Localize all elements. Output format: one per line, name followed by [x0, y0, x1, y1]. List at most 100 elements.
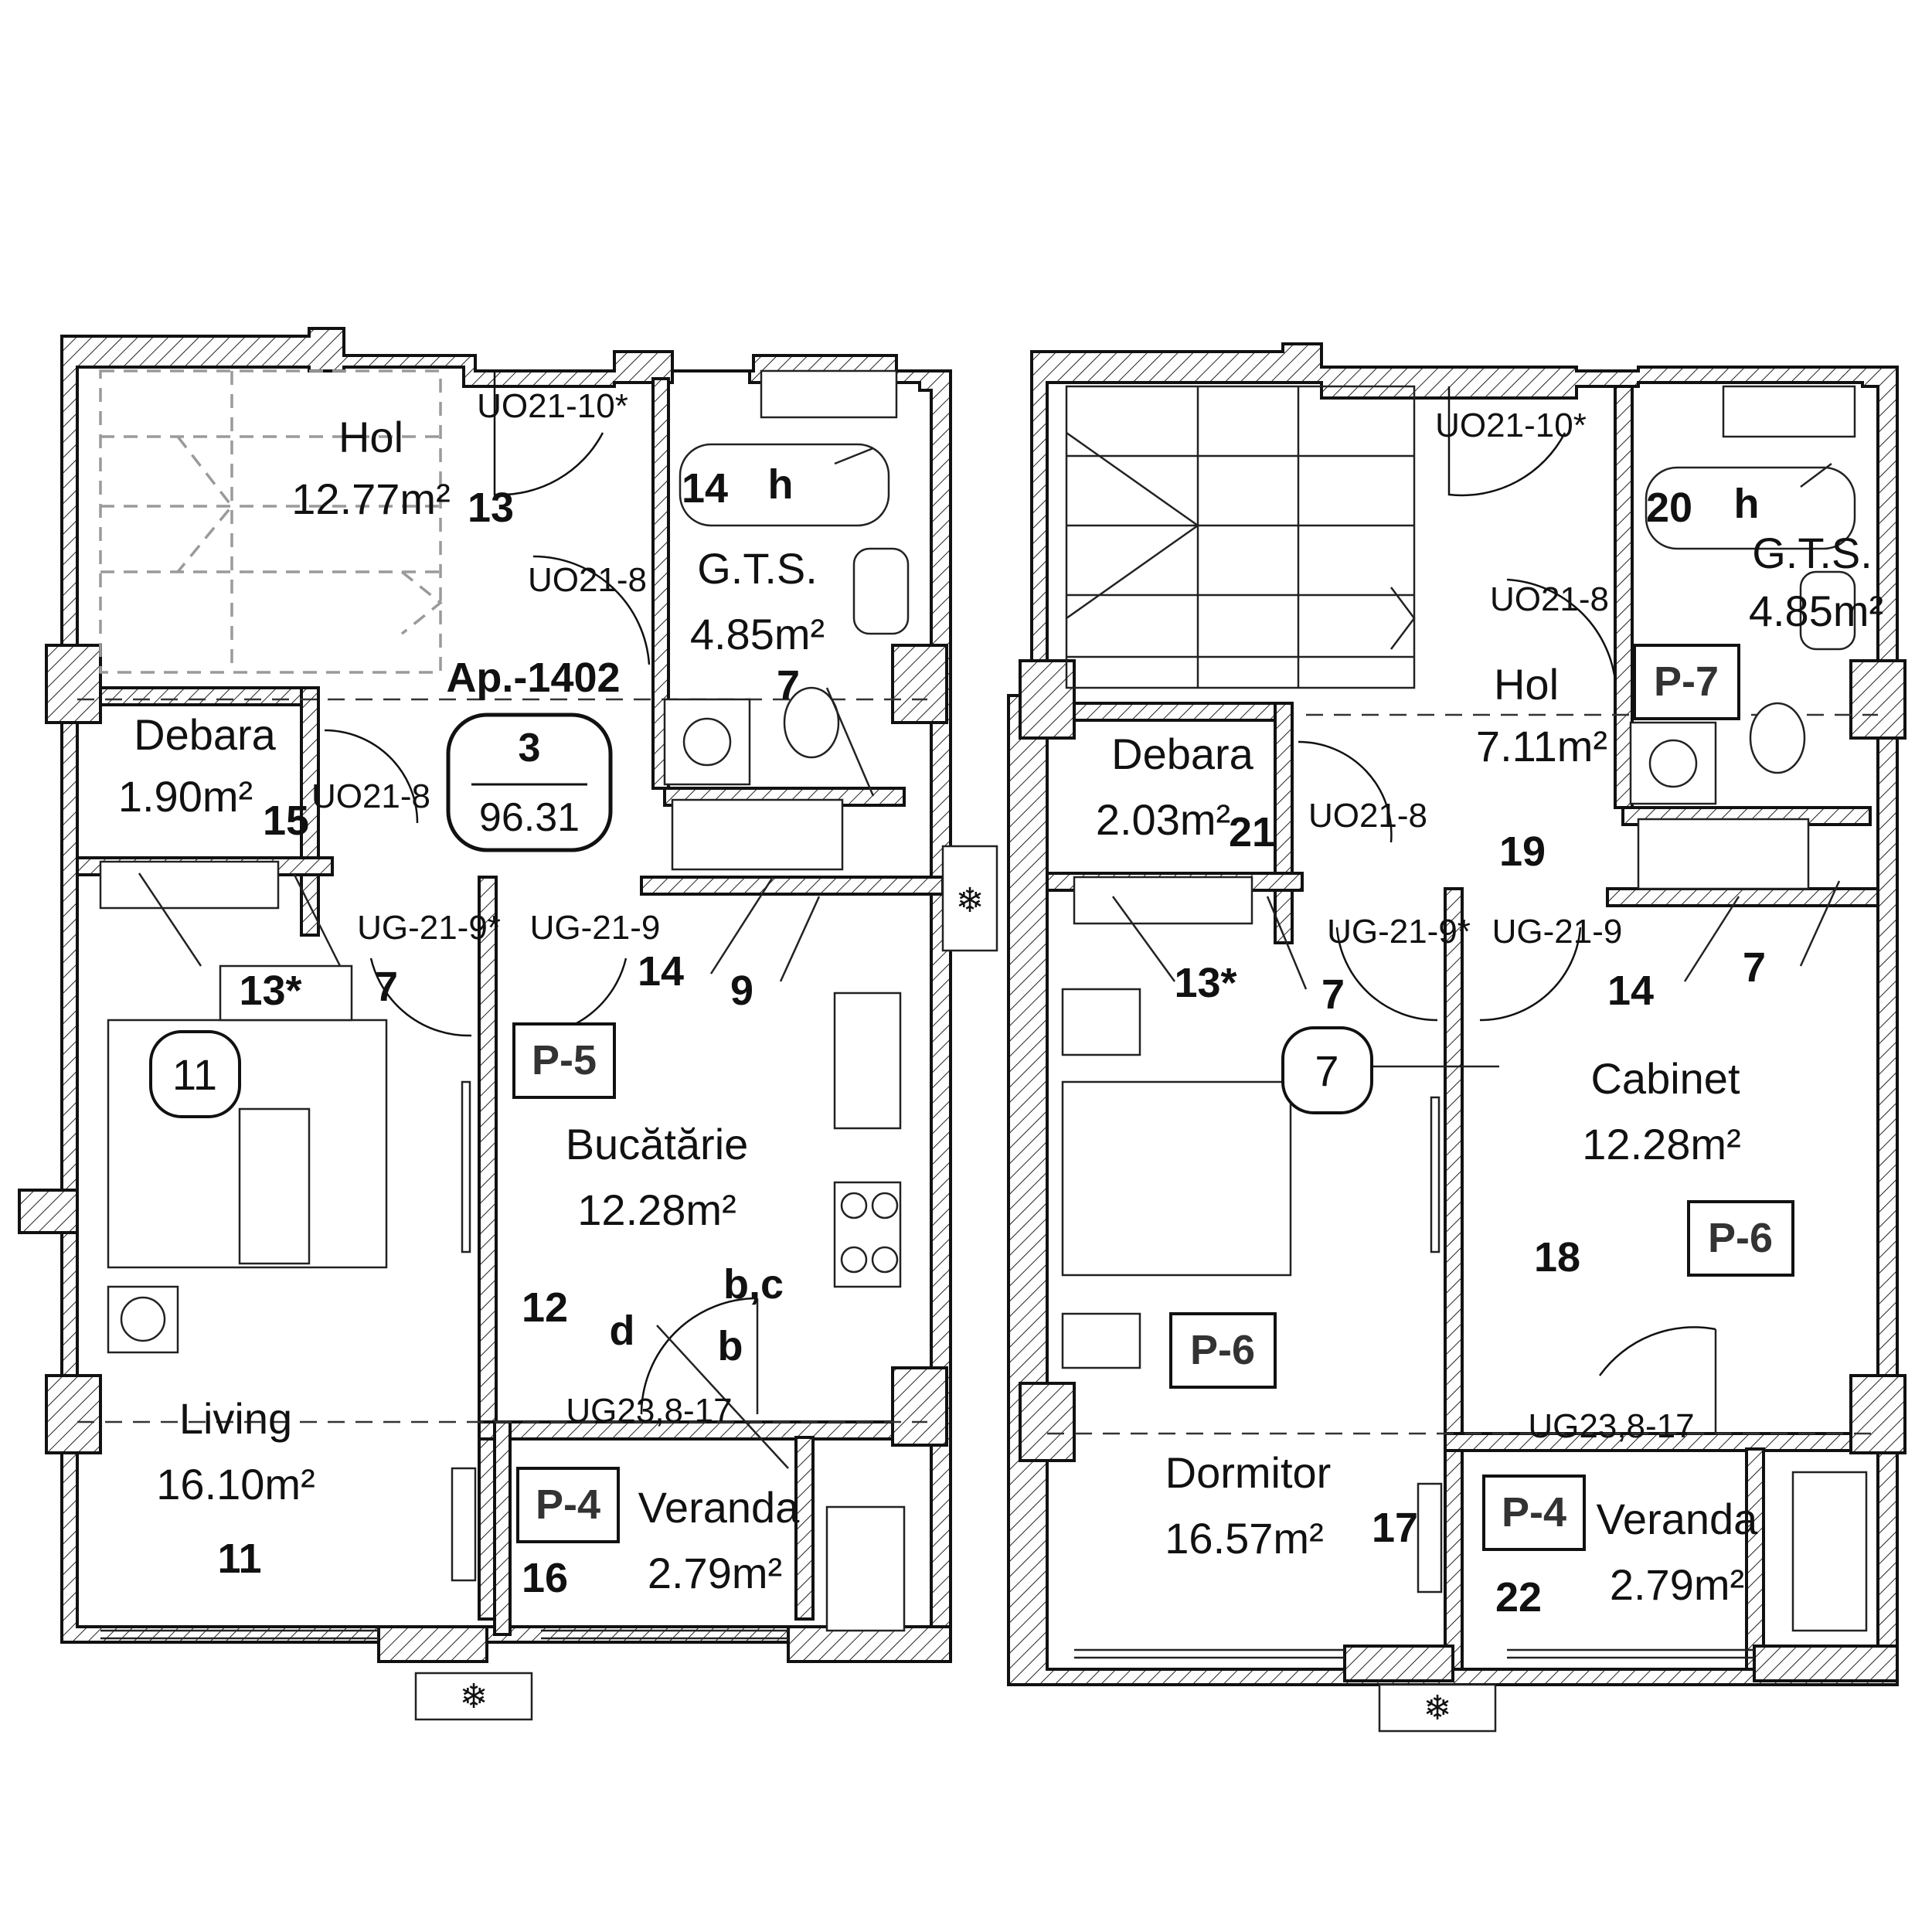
wall — [794, 1436, 815, 1621]
boiler — [1791, 1471, 1868, 1632]
radiator — [1073, 876, 1253, 925]
door-code: UO21-8 — [311, 777, 430, 815]
bed — [1061, 1080, 1292, 1277]
armchair — [219, 964, 353, 1022]
burner — [871, 1246, 899, 1274]
room-name: G.T.S. — [697, 544, 818, 593]
door-code: UO21-10* — [1435, 406, 1587, 444]
room-number: 13 — [468, 485, 514, 531]
door-code: UO21-8 — [1308, 797, 1427, 835]
circle-tag-label: 7 — [1315, 1046, 1338, 1095]
room-name: Living — [179, 1394, 292, 1443]
leader-line — [1683, 896, 1740, 982]
room-number: 12 — [522, 1284, 568, 1331]
leader-line — [779, 896, 821, 982]
column — [45, 1374, 102, 1454]
room-name: Debara — [1111, 730, 1254, 778]
wall — [1274, 702, 1294, 944]
room-area: 16.57m² — [1165, 1514, 1323, 1563]
toilet — [783, 686, 840, 759]
door-cabinet — [1479, 927, 1582, 1022]
column — [1849, 659, 1906, 740]
vent-unit — [1722, 385, 1856, 438]
marker: b,c — [723, 1261, 784, 1308]
staircase — [99, 369, 443, 674]
door-dormitor — [1335, 927, 1438, 1022]
nightstand — [1061, 1312, 1141, 1369]
panel-label: P-6 — [1190, 1327, 1255, 1373]
marker: 7 — [375, 964, 398, 1010]
leader-line — [1266, 896, 1308, 990]
circle-tag — [1281, 1026, 1373, 1114]
snowflake-icon: ❄ — [956, 882, 985, 920]
wall — [76, 686, 318, 706]
toilet — [1749, 702, 1806, 774]
door-hol — [493, 371, 604, 496]
marker: 13* — [1174, 960, 1236, 1006]
marker: 14 — [638, 948, 684, 995]
room-number: 16 — [522, 1555, 568, 1601]
plan-right: ❄ G.T.S. 4.85m² 20 Hol 7.11m² 19 Debara … — [1007, 342, 1906, 1733]
sink — [852, 547, 910, 635]
radiator — [451, 1467, 477, 1582]
door-veranda — [640, 1297, 758, 1415]
room-number: 18 — [1534, 1234, 1580, 1281]
marker: 7 — [1321, 971, 1345, 1018]
burner — [840, 1246, 868, 1274]
door-gts — [1506, 578, 1617, 681]
room-number: 19 — [1499, 828, 1546, 875]
column — [1019, 1382, 1076, 1462]
room-name: Veranda — [1597, 1495, 1758, 1543]
marker: 13* — [239, 968, 301, 1014]
room-number: 14 — [682, 465, 728, 512]
wall — [1343, 1645, 1454, 1682]
wall — [1614, 385, 1634, 809]
panel-tag — [1687, 1200, 1794, 1277]
door-code: UG-21-9* — [357, 909, 501, 947]
panel-label: P-4 — [536, 1481, 600, 1528]
washer-drum — [682, 717, 732, 767]
washer-drum — [1648, 739, 1698, 788]
room-name: Cabinet — [1590, 1054, 1740, 1103]
burner — [840, 1192, 868, 1219]
bathtub — [679, 443, 890, 527]
room-name: Hol — [1494, 660, 1559, 709]
room-area: 12.77m² — [291, 474, 450, 523]
column — [1019, 659, 1076, 740]
room-area: 12.28m² — [577, 1185, 736, 1234]
wall — [1444, 887, 1464, 1671]
radiator — [1417, 1482, 1443, 1594]
door-living — [369, 957, 472, 1037]
leader-line — [292, 872, 342, 967]
wall — [640, 876, 944, 896]
leader-line — [1111, 896, 1176, 982]
door-debara — [324, 729, 419, 824]
bathtub — [1645, 466, 1856, 550]
leader-line — [1800, 463, 1832, 488]
ac-unit — [414, 1672, 533, 1721]
room-number: 17 — [1372, 1505, 1418, 1551]
panel-label: P-5 — [532, 1037, 597, 1083]
wall — [787, 1625, 952, 1663]
apartment-area: 96.31 — [479, 795, 580, 840]
wall — [493, 1420, 512, 1636]
room-area: 4.85m² — [690, 610, 825, 658]
door-code: UG-21-9 — [1492, 913, 1623, 951]
circle-tag-label: 11 — [172, 1050, 217, 1099]
room-area: 2.79m² — [648, 1549, 782, 1597]
wall — [1046, 702, 1292, 722]
plan-left: ❄ ❄ Ap.-1402 3 96.31 Hol 12.77m² 13 G.T.… — [18, 327, 998, 1721]
room-name: Dormitor — [1165, 1448, 1332, 1497]
room-number: 20 — [1646, 485, 1692, 531]
column — [45, 644, 102, 724]
apartment-label: Ap.-1402 — [446, 655, 620, 701]
wall — [1753, 1645, 1899, 1682]
door-code: UG-21-9 — [530, 909, 661, 947]
radiator — [671, 798, 844, 871]
room-area: 4.85m² — [1749, 587, 1883, 635]
door-leaf — [1430, 1096, 1440, 1253]
room-number: 15 — [263, 798, 309, 844]
room-name: Debara — [134, 710, 277, 759]
panel-label: P-6 — [1708, 1215, 1773, 1261]
snowflake-icon: ❄ — [460, 1678, 488, 1716]
